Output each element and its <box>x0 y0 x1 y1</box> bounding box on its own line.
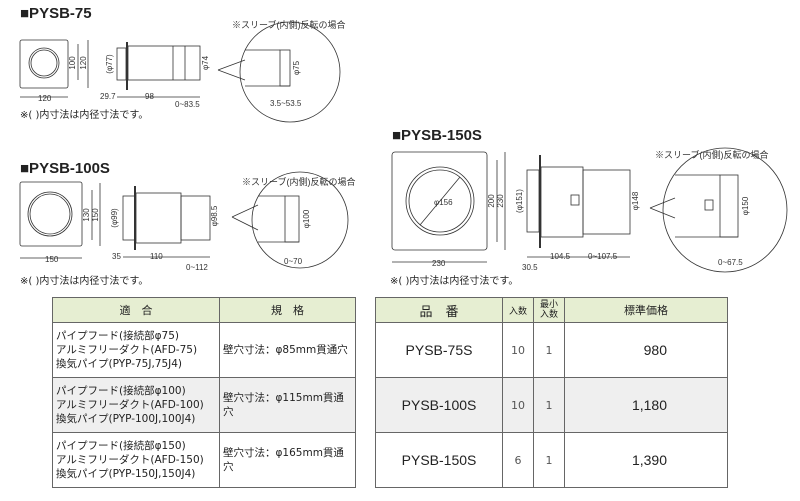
dim-label: 230 <box>496 194 505 208</box>
table-row: パイプフード(接続部φ75) アルミフリーダクト(AFD-75) 換気パイプ(PYP… <box>52 322 356 378</box>
dim-label: (φ151) <box>515 189 524 213</box>
header-qty: 入数 <box>502 297 534 323</box>
compat-line: 換気パイプ(PYP-150J,150J4) <box>56 468 196 480</box>
compat-line: 換気パイプ(PYP-75J,75J4) <box>56 358 183 370</box>
drawing-pysb-150s: φ156 200 230 230 (φ151) φ148 30.5 104.5 … <box>391 147 788 273</box>
header-spec: 規 格 <box>219 297 356 323</box>
callout-note: ※スリーブ(内側)反転の場合 <box>242 176 355 187</box>
dim-label: 100 <box>68 56 77 70</box>
dim-label: (φ99) <box>110 208 119 228</box>
section-title-pysb-100s: ■PYSB-100S <box>20 160 110 177</box>
table-row: PYSB-75S 10 1 980 <box>375 322 728 378</box>
section-note: ※( )内寸法は内径寸法です。 <box>20 110 149 121</box>
header-code: 品 番 <box>375 297 503 323</box>
dim-label: 0~112 <box>186 263 208 272</box>
drawing-pysb-100s: 130 150 150 (φ99) φ98.5 35 110 0~112 φ10… <box>19 171 355 272</box>
technical-drawings: 100 120 120 (φ77) φ74 29.7 98 0~83.5 φ75… <box>19 19 788 273</box>
header-price: 標準価格 <box>564 297 728 323</box>
min-qty: 1 <box>533 432 565 488</box>
dim-label: 30.5 <box>522 263 538 272</box>
price: 1,390 <box>564 432 728 488</box>
compat-cell: パイプフード(接続部φ150) アルミフリーダクト(AFD-150) 換気パイプ(P… <box>52 432 220 488</box>
section-title-pysb-75: ■PYSB-75 <box>20 5 92 22</box>
dim-label: 150 <box>45 255 59 264</box>
qty: 10 <box>502 322 534 378</box>
compat-line: パイプフード(接続部φ75) <box>56 330 179 342</box>
product-code: PYSB-100S <box>375 377 503 433</box>
table-row: パイプフード(接続部φ150) アルミフリーダクト(AFD-150) 換気パイプ(P… <box>52 432 356 488</box>
dim-label: 29.7 <box>100 92 116 101</box>
dim-label: 104.5 <box>550 252 571 261</box>
callout-circle <box>251 171 349 269</box>
dim-label: φ75 <box>292 60 301 75</box>
price: 980 <box>564 322 728 378</box>
dim-label: φ98.5 <box>210 205 219 226</box>
product-code: PYSB-75S <box>375 322 503 378</box>
table-row: PYSB-100S 10 1 1,180 <box>375 377 728 433</box>
spec-cell: 壁穴寸法：φ165mm貫通穴 <box>219 432 356 488</box>
table-row: パイプフード(接続部φ100) アルミフリーダクト(AFD-100) 換気パイプ(P… <box>52 377 356 433</box>
spec-cell: 壁穴寸法：φ85mm貫通穴 <box>219 322 356 378</box>
dim-label: φ148 <box>631 191 640 210</box>
section-note: ※( )内寸法は内径寸法です。 <box>20 276 149 287</box>
dim-label: 0~67.5 <box>718 258 743 267</box>
dim-label: (φ77) <box>105 54 114 74</box>
callout-note: ※スリーブ(内側)反転の場合 <box>655 149 768 160</box>
compat-line: パイプフード(接続部φ150) <box>56 440 186 452</box>
header-compat: 適 合 <box>52 297 220 323</box>
table-header-row: 品 番 入数 最小入数 標準価格 <box>375 297 728 323</box>
table-header-row: 適 合 規 格 <box>52 297 356 323</box>
dim-label: 150 <box>91 208 100 222</box>
side-view <box>116 47 127 81</box>
dim-label: 230 <box>432 259 446 268</box>
dim-label: 120 <box>79 56 88 70</box>
section-note: ※( )内寸法は内径寸法です。 <box>390 276 519 287</box>
dim-label: 120 <box>38 94 52 103</box>
dim-label: φ74 <box>201 55 210 70</box>
callout-circle <box>239 21 341 123</box>
product-code: PYSB-150S <box>375 432 503 488</box>
compat-line: アルミフリーダクト(AFD-75) <box>56 344 198 356</box>
compat-line: アルミフリーダクト(AFD-150) <box>56 454 204 466</box>
front-view-opening <box>28 47 60 79</box>
front-view-plate <box>19 39 69 89</box>
spec-cell: 壁穴寸法：φ115mm貫通穴 <box>219 377 356 433</box>
dim-label: 98 <box>145 92 154 101</box>
price: 1,180 <box>564 377 728 433</box>
compatibility-table: 適 合 規 格 パイプフード(接続部φ75) アルミフリーダクト(AFD-75) 換… <box>52 297 356 488</box>
table-row: PYSB-150S 6 1 1,390 <box>375 432 728 488</box>
dim-label: 35 <box>112 252 121 261</box>
min-qty: 1 <box>533 322 565 378</box>
dim-label: 0~83.5 <box>175 100 200 109</box>
compat-cell: パイプフード(接続部φ100) アルミフリーダクト(AFD-100) 換気パイプ(P… <box>52 377 220 433</box>
dim-label: φ100 <box>302 209 311 228</box>
dim-label: φ150 <box>741 196 750 215</box>
price-table: 品 番 入数 最小入数 標準価格 PYSB-75S 10 1 980 PYSB-… <box>375 297 728 488</box>
compat-cell: パイプフード(接続部φ75) アルミフリーダクト(AFD-75) 換気パイプ(PYP… <box>52 322 220 378</box>
front-view-plate <box>391 151 488 251</box>
qty: 10 <box>502 377 534 433</box>
dim-label: 0~70 <box>284 257 303 266</box>
section-title-pysb-150s: ■PYSB-150S <box>392 127 482 144</box>
compat-line: 換気パイプ(PYP-100J,100J4) <box>56 413 196 425</box>
min-qty: 1 <box>533 377 565 433</box>
dim-label: 130 <box>82 208 91 222</box>
header-min-qty: 最小入数 <box>533 297 565 323</box>
dim-label: φ156 <box>434 198 453 207</box>
dim-label: 3.5~53.5 <box>270 99 302 108</box>
dim-label: 110 <box>150 252 163 261</box>
compat-line: アルミフリーダクト(AFD-100) <box>56 399 204 411</box>
dim-label: 0~107.5 <box>588 252 618 261</box>
dim-label: 200 <box>487 194 496 208</box>
qty: 6 <box>502 432 534 488</box>
drawing-pysb-75: 100 120 120 (φ77) φ74 29.7 98 0~83.5 φ75… <box>19 19 345 123</box>
callout-note: ※スリーブ(内側)反転の場合 <box>232 19 345 30</box>
compat-line: パイプフード(接続部φ100) <box>56 385 186 397</box>
front-view-plate <box>19 181 83 247</box>
callout-circle <box>662 147 788 273</box>
